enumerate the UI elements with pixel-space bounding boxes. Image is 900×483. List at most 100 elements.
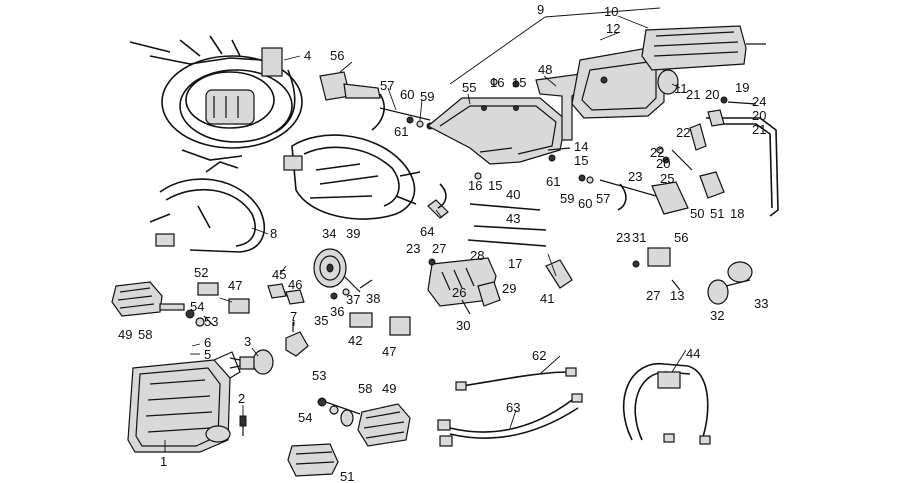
callout-18: 18 [730, 206, 744, 221]
callout-47-a: 47 [228, 278, 242, 293]
callout-11: 11 [674, 81, 688, 96]
fastener-group-right-part [656, 96, 757, 171]
callout-60-a: 60 [400, 87, 414, 102]
callout-61-a: 61 [394, 124, 408, 139]
harness-44-part [622, 363, 711, 445]
handlebar-switch-left-part [319, 71, 385, 131]
callout-16-low: 16 [468, 178, 482, 193]
callout-21-b: 21 [752, 122, 766, 137]
callout-35: 35 [314, 313, 328, 328]
turn-indicator-rear-part [317, 397, 411, 447]
relay-42-part [349, 312, 373, 328]
callout-49-a: 49 [118, 327, 132, 342]
small-connectors-part [197, 282, 309, 357]
callout-51-b: 51 [340, 469, 354, 483]
main-wiring-harness-part [129, 35, 303, 161]
callout-14: 14 [574, 139, 588, 154]
callout-51-a: 51 [710, 206, 724, 221]
callout-61-b: 61 [546, 174, 560, 189]
callout-53-a: 53 [204, 314, 218, 329]
cable-62-part [455, 367, 577, 391]
handlebar-switch-right-part [578, 171, 725, 215]
callout-9: 9 [537, 2, 544, 17]
callout-17: 17 [508, 256, 522, 271]
plate-bracket-part [706, 109, 779, 217]
callout-29: 29 [502, 281, 516, 296]
callout-7: 7 [290, 309, 297, 324]
callout-10: 10 [604, 4, 618, 19]
callout-38: 38 [366, 291, 380, 306]
callout-12: 12 [606, 21, 620, 36]
rear-mudguard-part [426, 97, 567, 165]
callout-22-a: 22 [676, 125, 690, 140]
fastener-group-mid-part [474, 78, 571, 180]
callout-59-b: 59 [560, 191, 574, 206]
callout-26: 26 [452, 285, 466, 300]
horn-part [313, 248, 373, 300]
callout-55: 55 [462, 80, 476, 95]
callout-39: 39 [346, 226, 360, 241]
callout-53-b: 53 [312, 368, 326, 383]
turn-indicator-front-part [111, 281, 215, 327]
connector-64-part [427, 183, 449, 219]
headlight-part [127, 351, 241, 453]
callout-24: 24 [752, 94, 766, 109]
leader-lines [164, 7, 687, 452]
callout-15-low: 15 [488, 178, 502, 193]
callout-23-c: 23 [616, 230, 630, 245]
callout-20-c: 20 [656, 156, 670, 171]
callout-63: 63 [506, 400, 520, 415]
tail-lens-part [641, 25, 766, 71]
callout-49-b: 49 [382, 381, 396, 396]
callout-58-b: 58 [358, 381, 372, 396]
callout-56-a: 56 [330, 48, 344, 63]
callout-60-b: 60 [578, 196, 592, 211]
callout-25: 25 [660, 171, 674, 186]
callout-41: 41 [540, 291, 554, 306]
callout-46: 46 [288, 277, 302, 292]
callout-20-a: 20 [705, 87, 719, 102]
relay-31-part [632, 247, 681, 291]
callout-32: 32 [710, 308, 724, 323]
callout-52: 52 [194, 265, 208, 280]
callout-56-b: 56 [674, 230, 688, 245]
callout-23-b: 23 [406, 241, 420, 256]
callout-20-b: 20 [752, 108, 766, 123]
callout-1: 1 [160, 454, 167, 469]
clamp-assembly-part [707, 261, 753, 305]
trim-strips-part [467, 203, 547, 247]
callout-30: 30 [456, 318, 470, 333]
callout-57-b: 57 [596, 191, 610, 206]
sensor-41-part [545, 259, 573, 289]
callout-62: 62 [532, 348, 546, 363]
callout-15-mid: 15 [574, 153, 588, 168]
callout-57-a: 57 [380, 78, 394, 93]
callout-31: 31 [632, 230, 646, 245]
tail-bulb-part [657, 69, 679, 95]
callout-54-a: 54 [190, 299, 204, 314]
screw-part [239, 415, 247, 436]
callout-43: 43 [506, 211, 520, 226]
rectifier-part [427, 257, 501, 315]
relay-47-part [389, 316, 411, 336]
callout-4: 4 [304, 48, 311, 63]
callout-22-b: 22 [650, 145, 664, 160]
callout-21-a: 21 [686, 87, 700, 102]
callout-8: 8 [270, 226, 277, 241]
callout-28: 28 [470, 248, 484, 263]
callout-36: 36 [330, 304, 344, 319]
callout-15-top: 15 [512, 75, 526, 90]
callout-27-b: 27 [646, 288, 660, 303]
callout-64: 64 [420, 224, 434, 239]
callout-42: 42 [348, 333, 362, 348]
callout-58-a: 58 [138, 327, 152, 342]
callout-23-a: 23 [628, 169, 642, 184]
callout-27-a: 27 [432, 241, 446, 256]
cable-63-part [437, 393, 583, 447]
callout-59-a: 59 [420, 89, 434, 104]
callout-40: 40 [506, 187, 520, 202]
callout-19: 19 [735, 80, 749, 95]
callout-37: 37 [346, 292, 360, 307]
secondary-wiring-harness-part [149, 161, 265, 253]
